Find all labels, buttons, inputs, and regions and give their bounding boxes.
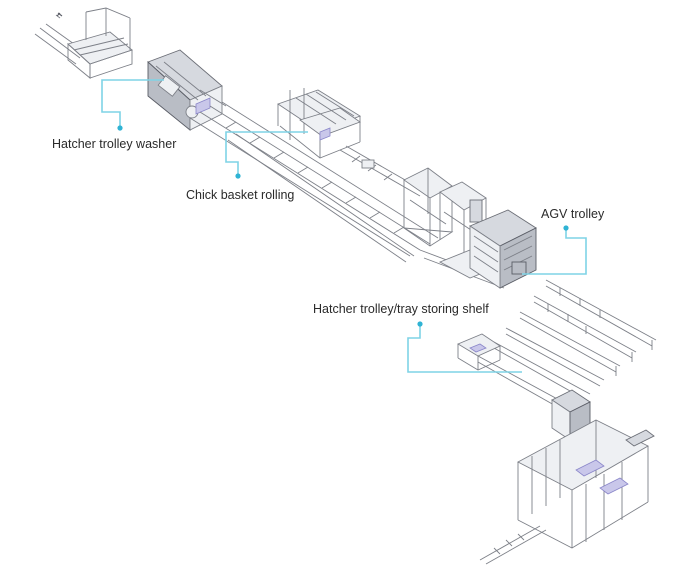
- label-hatcher-trolley-washer: Hatcher trolley washer: [52, 137, 177, 151]
- callout-washer-line: [101, 79, 164, 128]
- label-chick-basket-rolling: Chick basket rolling: [186, 188, 295, 202]
- label-agv-trolley: AGV trolley: [541, 207, 605, 221]
- callout-agv-dot: [563, 225, 569, 231]
- receiving-frame: [67, 7, 133, 79]
- callout-basket-line: [225, 131, 308, 176]
- hatcher-trolley-washer: [147, 49, 227, 131]
- callout-lines: [101, 79, 587, 373]
- entry-conveyor: [34, 12, 89, 65]
- label-hatcher-trolley-tray-storing-shelf: Hatcher trolley/tray storing shelf: [313, 302, 489, 316]
- chick-basket-rolling: [276, 88, 427, 197]
- callout-washer-dot: [117, 125, 123, 131]
- callout-agv-line: [522, 228, 587, 275]
- callout-basket-dot: [235, 173, 241, 179]
- tray-station: [457, 333, 501, 371]
- storage-shelf-rails: [477, 279, 657, 415]
- tray-unloading-station: [479, 389, 655, 565]
- callout-shelf-line: [407, 324, 522, 373]
- callout-shelf-dot: [417, 321, 423, 327]
- agv-trolley: [469, 209, 537, 289]
